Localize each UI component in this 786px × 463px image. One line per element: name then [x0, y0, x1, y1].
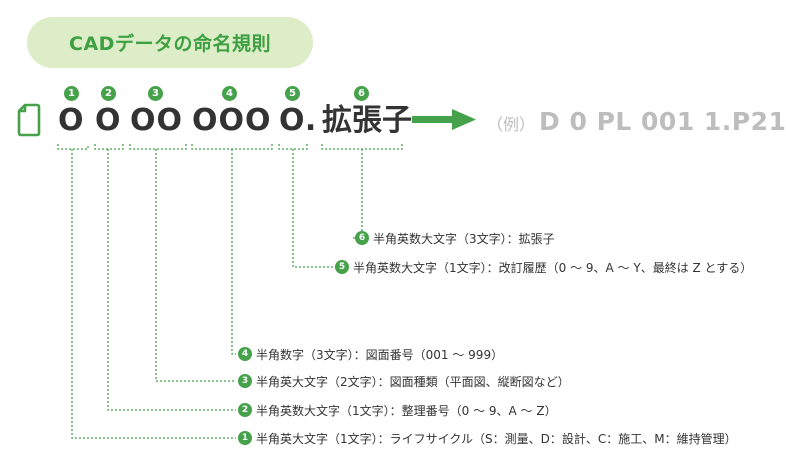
description-number-5: 5 — [335, 260, 349, 274]
example-code: D 0 PL 001 1.P21 — [539, 107, 786, 136]
description-number-6: 6 — [355, 231, 369, 245]
segment-number-5: 5 — [285, 86, 300, 101]
description-text-2: 半角英数大文字（1文字）：整理番号（0 ～ 9、A ～ Z） — [256, 403, 557, 418]
description-5: 5 半角英数大文字（1文字）：改訂履歴（0 ～ 9、A ～ Y、最終は Z とす… — [335, 258, 752, 276]
segment-marks-5: O. — [279, 103, 318, 138]
description-text-4: 半角数字（3文字）：図面番号（001 ～ 999） — [256, 347, 504, 362]
description-4: 4 半角数字（3文字）：図面番号（001 ～ 999） — [238, 345, 503, 363]
connector-lines — [57, 109, 476, 439]
file-icon — [17, 103, 41, 137]
description-3: 3 半角英大文字（2文字）：図面種類（平面図、縦断図など） — [238, 372, 570, 390]
description-text-6: 半角英数大文字（3文字）：拡張子 — [373, 231, 555, 246]
description-number-2: 2 — [238, 403, 252, 417]
page-title: CADデータの命名規則 — [69, 33, 271, 55]
segment-marks-2: O — [95, 103, 122, 138]
description-text-5: 半角英数大文字（1文字）：改訂履歴（0 ～ 9、A ～ Y、最終は Z とする） — [353, 260, 753, 275]
description-number-4: 4 — [238, 347, 252, 361]
description-number-3: 3 — [238, 374, 252, 388]
description-text-1: 半角英大文字（1文字）：ライフサイクル（S：測量、D：設計、C：施工、M：維持管… — [256, 431, 737, 446]
segment-marks-6: 拡張子 — [322, 103, 412, 138]
description-number-1: 1 — [238, 431, 252, 445]
segment-number-4: 4 — [222, 86, 237, 101]
description-6: 6 半角英数大文字（3文字）：拡張子 — [355, 229, 555, 247]
title-badge: CADデータの命名規則 — [27, 17, 313, 68]
segment-marks-1: O — [58, 103, 85, 138]
description-text-3: 半角英大文字（2文字）：図面種類（平面図、縦断図など） — [256, 374, 570, 389]
segment-number-6: 6 — [354, 86, 369, 101]
segment-number-3: 3 — [148, 86, 163, 101]
segment-marks-4: OOO — [192, 103, 272, 138]
segment-number-2: 2 — [101, 86, 116, 101]
arrow-right-icon — [412, 109, 476, 130]
segment-number-1: 1 — [64, 86, 79, 101]
example: （例）D 0 PL 001 1.P21 — [487, 104, 786, 140]
description-2: 2 半角英数大文字（1文字）：整理番号（0 ～ 9、A ～ Z） — [238, 401, 557, 419]
example-prefix: （例） — [487, 115, 536, 134]
description-1: 1 半角英大文字（1文字）：ライフサイクル（S：測量、D：設計、C：施工、M：維… — [238, 429, 737, 447]
segment-marks-3: OO — [130, 103, 184, 138]
